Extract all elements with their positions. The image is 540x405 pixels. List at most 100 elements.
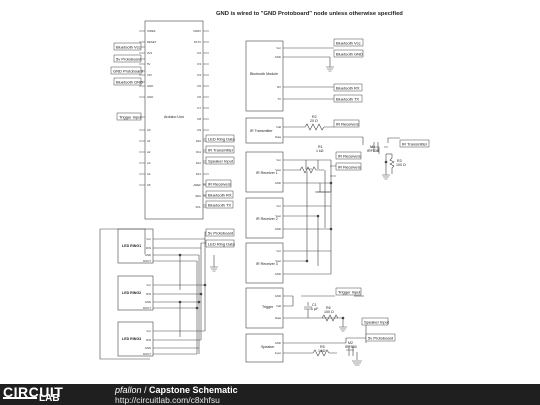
circuitlab-logo[interactable]: CIRCUIT LAB xyxy=(3,384,93,404)
ir-tx-pin-label: Vdd xyxy=(276,125,281,129)
capacitor-label: C1 xyxy=(312,303,317,307)
arduino-pin-label: GND xyxy=(147,84,153,88)
ir-tx-pin-label: Data xyxy=(275,135,281,139)
arduino-pin-label: SCL xyxy=(196,205,202,209)
net-label: LED Ring Data xyxy=(208,137,235,142)
net-label: 5v Protoboard xyxy=(116,57,141,62)
ir-rx-pin-label: Vout xyxy=(275,168,281,172)
resistor-label: R6 xyxy=(326,306,331,310)
resistor-value: 1 kΩ xyxy=(316,149,324,153)
resistor-value: 20 Ω xyxy=(310,119,318,123)
net-label: Speaker Input xyxy=(364,320,390,325)
led-ring-name: LED RING1 xyxy=(122,244,141,248)
resistor-value: 100 Ω xyxy=(324,310,334,314)
trigger-name: Trigger xyxy=(262,305,274,309)
logo-text-bottom: LAB xyxy=(39,393,60,404)
trigger-block xyxy=(245,287,284,329)
arduino-pin-label: A4 xyxy=(147,172,151,176)
arduino-pin-label: D5 xyxy=(197,84,201,88)
led-ring-2-block xyxy=(117,275,154,311)
led-pin-label: GND xyxy=(145,346,151,350)
ir-receiver-2-block xyxy=(245,197,284,239)
arduino-pin-label: A5 xyxy=(147,183,151,187)
speaker-pin-label: GND xyxy=(275,341,281,345)
net-label: Bluetooth TX xyxy=(336,97,359,102)
arduino-pin-label: D2 xyxy=(197,51,201,55)
led-ring-name: LED RING2 xyxy=(122,291,141,295)
bluetooth-pin-label: GND xyxy=(275,55,281,59)
arduino-pin-label: D11 xyxy=(196,150,201,154)
trigger-pin-label: GND xyxy=(275,294,281,298)
led-pin-label: Vcc xyxy=(146,283,151,287)
ir-rx-pin-label: Vout xyxy=(275,259,281,263)
schematic-title[interactable]: Capstone Schematic xyxy=(149,385,238,395)
speaker-pin-label: Input xyxy=(275,351,281,355)
resistor-value: 100 Ω xyxy=(396,163,406,167)
net-label: Bluetooth Vcc xyxy=(116,45,141,50)
net-label: LED Ring Data xyxy=(208,242,235,247)
arduino-pin-label: D13 xyxy=(196,172,202,176)
net-label: Bluetooth RX xyxy=(336,86,360,91)
ir-receiver-3-block xyxy=(245,242,284,284)
net-label: IR Receivers xyxy=(338,154,361,159)
net-label: IR Transmitter xyxy=(402,142,428,147)
arduino-pin-label: D1TX xyxy=(194,40,201,44)
arduino-pin-label: RESET xyxy=(147,40,157,44)
bluetooth-module-block xyxy=(245,40,284,112)
schematic-canvas: GND is wired to "GND Protoboard" node un… xyxy=(99,11,430,366)
led-pin-label: DOUT xyxy=(143,352,151,356)
schematic-url[interactable]: http://circuitlab.com/c8xhfsu xyxy=(115,395,220,405)
led-pin-label: Vcc xyxy=(146,329,151,333)
title-separator: / xyxy=(141,385,150,395)
capacitor-value: 1 µF xyxy=(311,307,319,311)
logo-text-top: CIRCUIT xyxy=(3,384,64,400)
net-label: Bluetooth TX xyxy=(208,203,231,208)
led-pin-label: DIN xyxy=(146,338,151,342)
net-label: Speaker Input xyxy=(208,159,234,164)
net-label: 5v Protoboard xyxy=(208,231,233,236)
arduino-pin-label: VIN xyxy=(147,73,152,77)
footer-title: pfallon / Capstone Schematic xyxy=(115,385,238,395)
ir-rx-pin-label: GND xyxy=(275,181,281,185)
ir-receiver-name: IR Receiver 1 xyxy=(256,171,278,175)
arduino-pin-label: D9 xyxy=(197,128,201,132)
ir-transmitter-block xyxy=(245,117,284,144)
net-label: Trigger Input xyxy=(119,115,142,120)
ir-transmitter-name: IR Transmitter xyxy=(250,129,273,133)
net-label: Bluetooth Vcc xyxy=(336,41,361,46)
bluetooth-pin-label: Vcc xyxy=(276,46,281,50)
net-label: GND Protoboard xyxy=(113,69,143,74)
net-label: Bluetooth GND xyxy=(336,52,363,57)
schematic-note: GND is wired to "GND Protoboard" node un… xyxy=(216,11,403,17)
led-ring-name: LED RING3 xyxy=(122,337,141,341)
ir-rx-pin-label: GND xyxy=(275,227,281,231)
arduino-pin-label: D10 xyxy=(196,139,202,143)
arduino-pin-label: A3 xyxy=(147,161,151,165)
arduino-pin-label: D6 xyxy=(197,95,201,99)
resistor-label: R1 xyxy=(318,145,323,149)
net-label: Trigger Input xyxy=(338,290,361,295)
ir-rx-pin-label: Vcc xyxy=(276,204,281,208)
arduino-pin-label: 5V xyxy=(147,62,151,66)
resistor-label: R2 xyxy=(312,115,317,119)
logo-circuit-line xyxy=(3,397,37,399)
owner-link[interactable]: pfallon xyxy=(115,385,142,395)
arduino-pin-label: IOREF xyxy=(147,29,156,33)
led-pin-label: GND xyxy=(145,253,151,257)
net-label: 5v Protoboard xyxy=(368,336,393,341)
led-pin-label: DIN xyxy=(146,246,151,250)
led-pin-label: DOUT xyxy=(143,306,151,310)
led-pin-label: DIN xyxy=(146,292,151,296)
led-pin-label: Vcc xyxy=(146,237,151,241)
ir-rx-pin-label: Vcc xyxy=(276,158,281,162)
net-label: IR Receivers xyxy=(338,165,361,170)
mosfet-label: M1 xyxy=(370,145,375,149)
bluetooth-pin-label: RX xyxy=(277,85,281,89)
mosfet-label: M2 xyxy=(348,341,353,345)
ir-rx-pin-label: Vout xyxy=(275,214,281,218)
resistor-label: R5 xyxy=(320,345,325,349)
arduino-pin-label: A2 xyxy=(147,150,151,154)
led-pin-label: DOUT xyxy=(143,259,151,263)
resistor-label: R3 xyxy=(397,159,402,163)
arduino-pin-label: 3V3 xyxy=(147,51,152,55)
